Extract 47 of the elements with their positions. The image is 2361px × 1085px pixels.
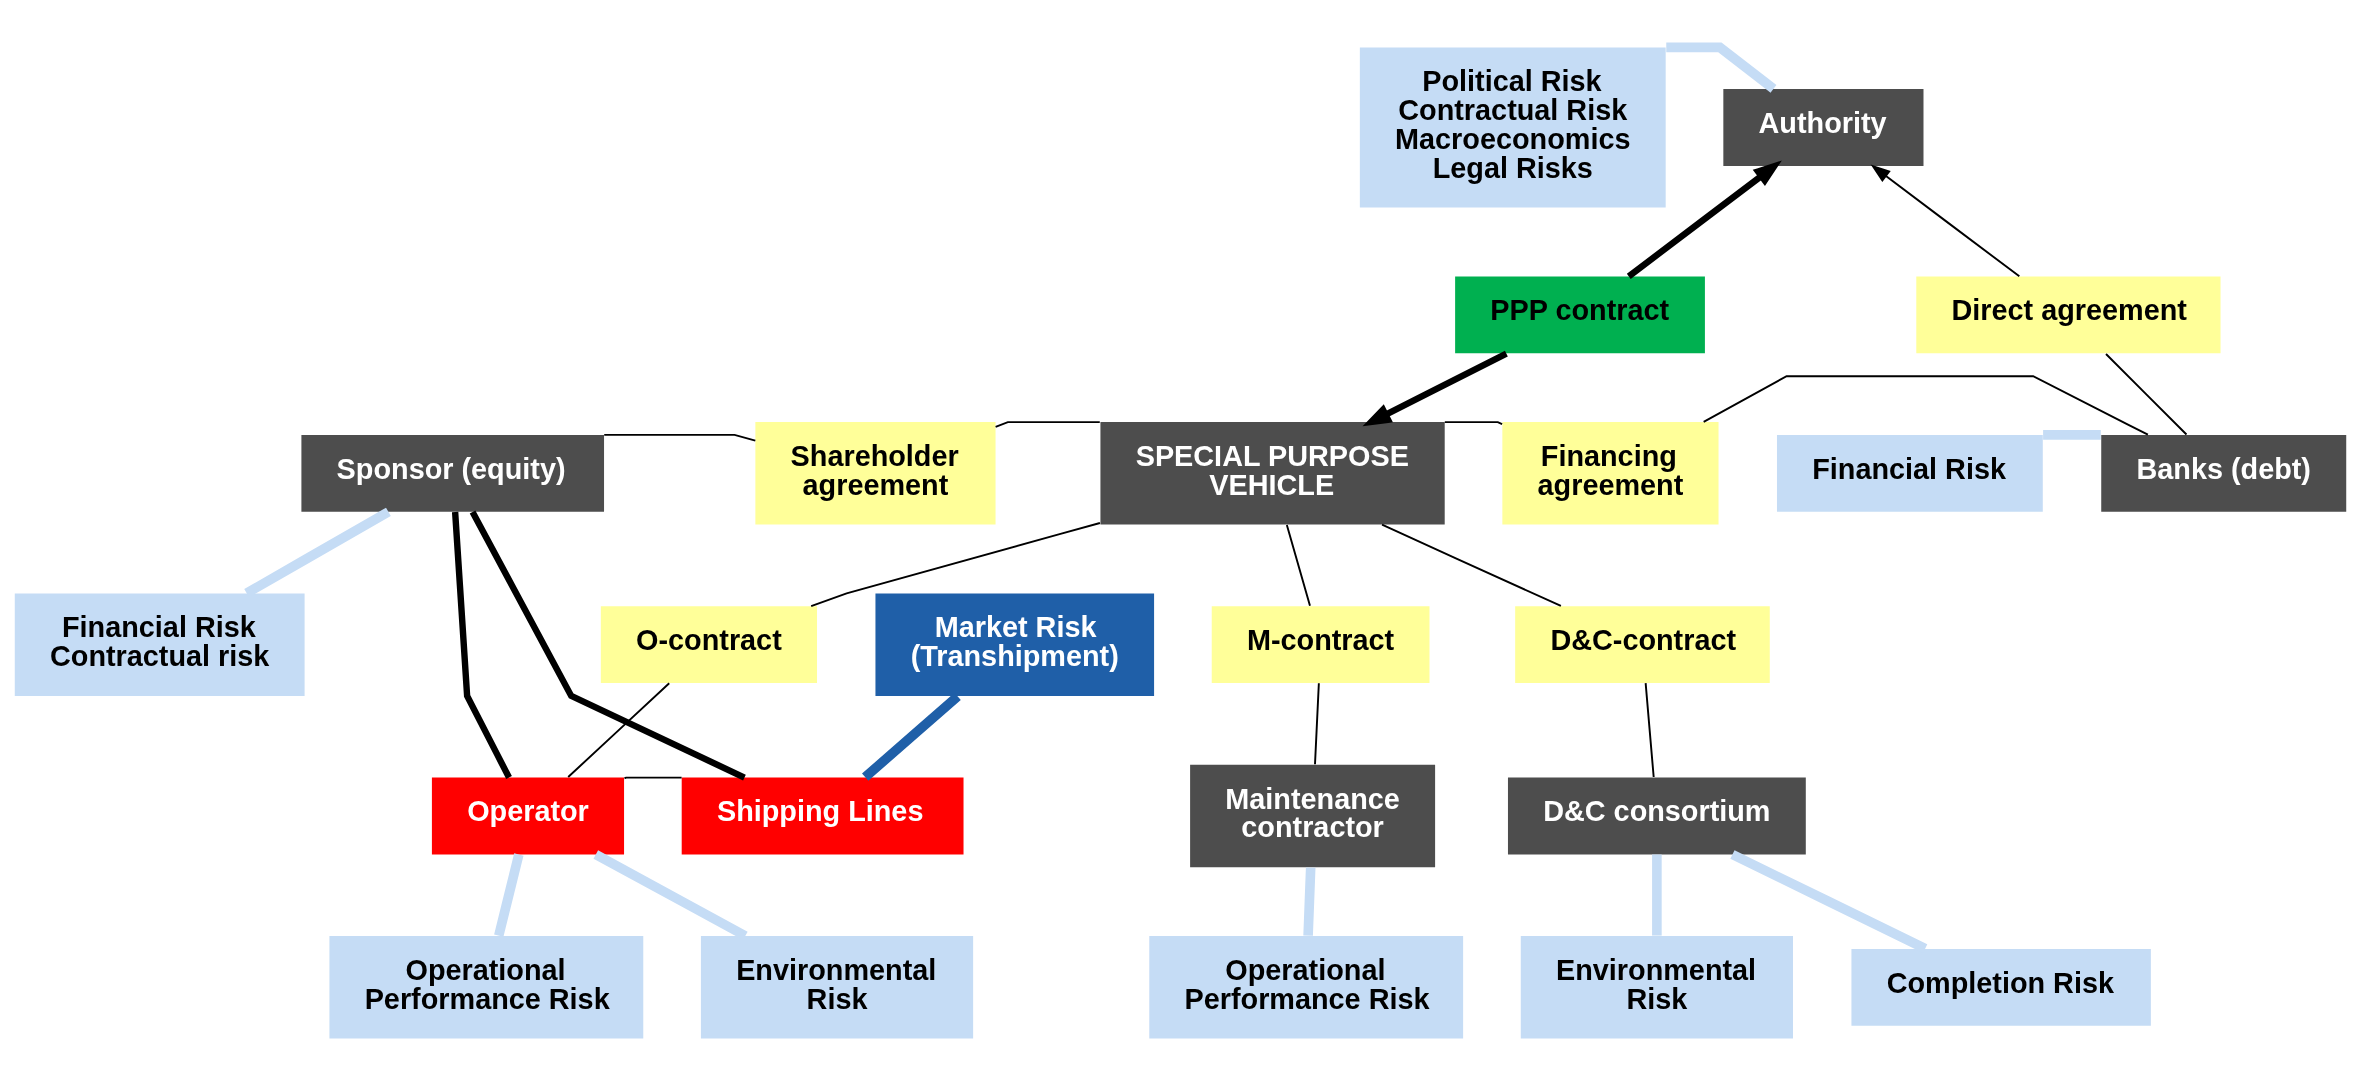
- node-box: Financing agreement: [1502, 421, 1719, 525]
- node-box: M-contract: [1211, 605, 1430, 683]
- node-box: Authority: [1723, 88, 1924, 166]
- connector: [1652, 854, 1662, 936]
- node-box: Sponsor (equity): [301, 434, 605, 512]
- connector: [244, 507, 391, 597]
- node-box: Shipping Lines: [681, 777, 964, 854]
- connector: [1666, 42, 1777, 93]
- node-box: Operator: [431, 777, 625, 854]
- node-box: Maintenance contractor: [1190, 764, 1436, 867]
- connector: [1702, 374, 2149, 436]
- node-box: Banks (debt): [2101, 434, 2347, 512]
- node-box: Environmental Risk: [700, 935, 974, 1039]
- connector: [1303, 866, 1316, 936]
- connector: [469, 509, 746, 780]
- arrow: [1362, 350, 1508, 426]
- node-box: Completion Risk: [1851, 948, 2151, 1026]
- connector: [1381, 523, 1562, 607]
- connector: [1644, 681, 1655, 778]
- connector: [603, 433, 757, 442]
- node-box: SPECIAL PURPOSE VEHICLE: [1100, 421, 1445, 525]
- connector: [994, 420, 1101, 428]
- node-box: Political Risk Contractual Risk Macroeconomics Legal Risks: [1359, 46, 1666, 208]
- node-box: D&C-contract: [1515, 605, 1770, 683]
- connector: [810, 521, 1101, 607]
- connector: [623, 776, 683, 779]
- connector: [1285, 523, 1311, 607]
- connector: [494, 852, 524, 937]
- connector: [451, 511, 512, 779]
- connector: [2105, 352, 2188, 435]
- node-box: Environmental Risk: [1520, 935, 1793, 1039]
- node-box: PPP contract: [1455, 275, 1705, 353]
- connector: [1314, 681, 1320, 765]
- node-box: Direct agreement: [1916, 275, 2221, 353]
- node-box: Operational Performance Risk: [329, 935, 644, 1039]
- node-box: D&C consortium: [1507, 777, 1806, 854]
- node-box: Financial Risk Contractual risk: [14, 592, 305, 696]
- node-box: Market Risk (Transhipment): [875, 592, 1155, 696]
- arrow: [1626, 160, 1782, 279]
- node-box: Shareholder agreement: [755, 421, 996, 525]
- connector: [567, 681, 671, 778]
- connector: [2043, 429, 2101, 440]
- arrow: [1870, 164, 2021, 277]
- node-box: Operational Performance Risk: [1149, 935, 1464, 1039]
- node-box: Financial Risk: [1777, 434, 2043, 512]
- node-box: O-contract: [600, 605, 817, 683]
- connector: [1443, 420, 1504, 425]
